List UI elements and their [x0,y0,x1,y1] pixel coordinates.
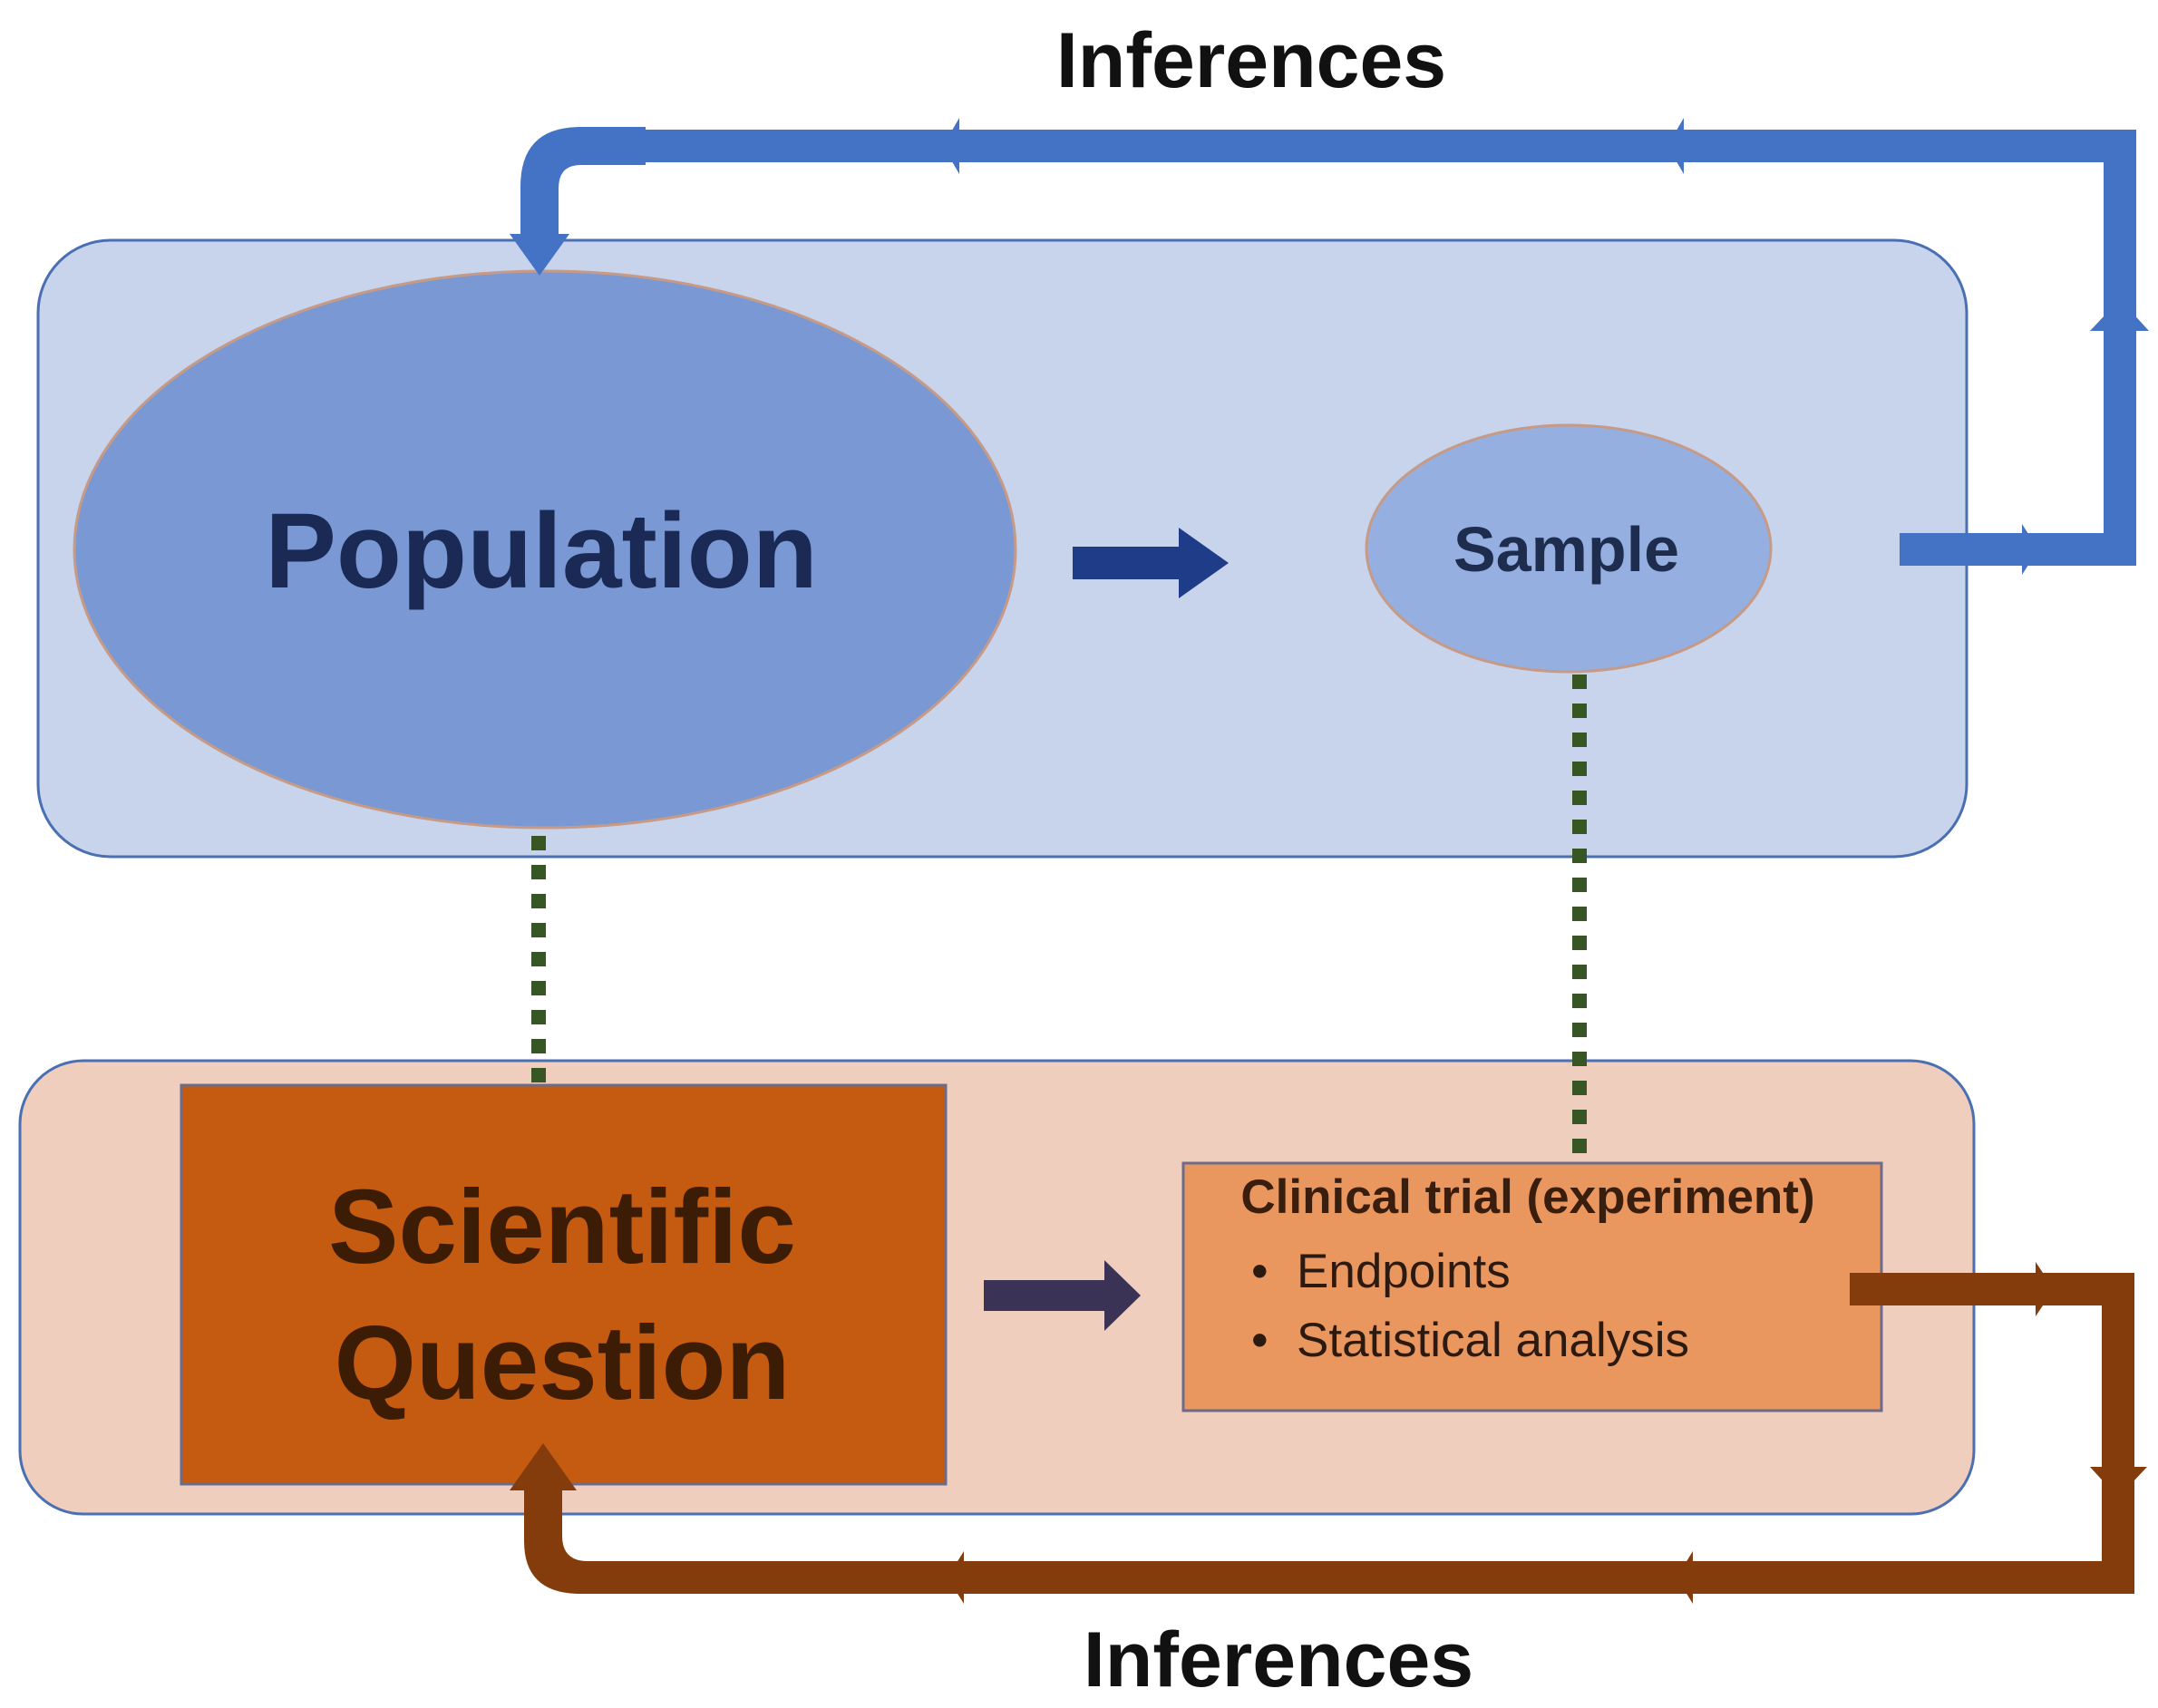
list-item: • Endpoints [1251,1237,1877,1306]
question-to-trial-arrow [984,1260,1141,1331]
top-inference-loop [510,118,2149,575]
list-item-label: Endpoints [1297,1245,1511,1298]
population-to-sample-arrow [1073,528,1229,598]
list-item-label: Statistical analysis [1297,1314,1690,1367]
sample-label: Sample [1453,514,1679,585]
scientific-question-label: Scientific Question [181,1159,943,1431]
top-inferences-label: Inferences [1055,17,1447,104]
scientific-question-box [180,1083,948,1486]
clinical-trial-content: Clinical trial (experiment) • Endpoints •… [1179,1169,1877,1375]
bottom-inferences-label: Inferences [1083,1616,1474,1703]
population-label: Population [265,491,818,611]
clinical-trial-list: • Endpoints • Statistical analysis [1179,1237,1877,1375]
bullet-icon: • [1251,1314,1269,1367]
clinical-trial-title: Clinical trial (experiment) [1240,1170,1815,1224]
bullet-icon: • [1251,1245,1269,1298]
scientific-question-line-1: Scientific [328,1168,796,1286]
scientific-question-line-2: Question [334,1304,791,1422]
sample-ellipse [1365,423,1773,674]
list-item: • Statistical analysis [1251,1306,1877,1375]
bottom-inference-loop [510,1262,2147,1604]
population-ellipse [73,269,1017,830]
clinical-trial-box [1181,1161,1883,1412]
